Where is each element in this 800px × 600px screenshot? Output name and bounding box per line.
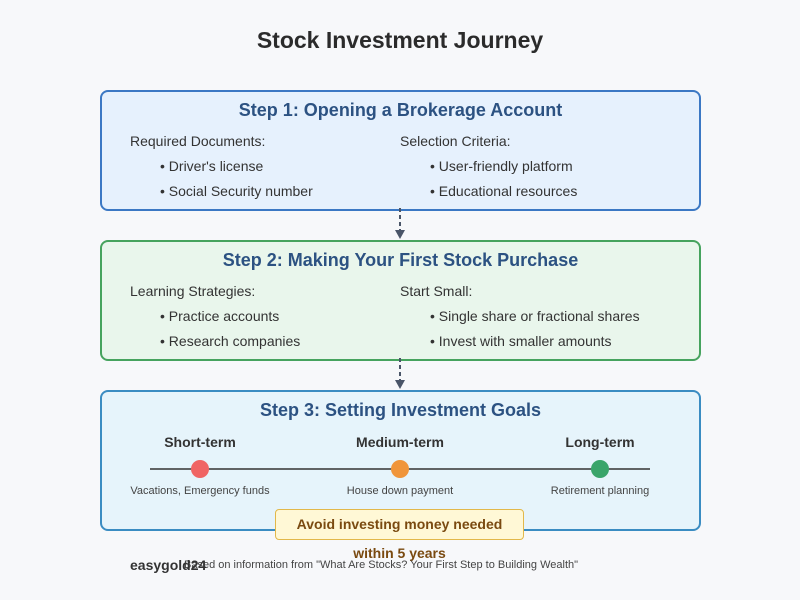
- short-term-label: Short-term: [164, 434, 236, 450]
- short-term-marker: [191, 460, 209, 478]
- step2-box: Step 2: Making Your First Stock Purchase…: [100, 240, 701, 361]
- warning-callout: Avoid investing money needed within 5 ye…: [275, 509, 524, 561]
- list-item: Invest with smaller amounts: [400, 333, 640, 358]
- list-item: User-friendly platform: [400, 158, 577, 183]
- step2-right-column: Start Small: Single share or fractional …: [400, 283, 640, 358]
- connector-arrow-icon: [395, 208, 405, 239]
- list-item: Social Security number: [130, 183, 313, 208]
- brand-label: easygold24: [130, 557, 207, 573]
- step1-left-column: Required Documents: Driver's license Soc…: [130, 133, 313, 208]
- medium-term-desc: House down payment: [346, 485, 454, 497]
- list-item: Practice accounts: [130, 308, 300, 333]
- step2-right-heading: Start Small:: [400, 283, 473, 299]
- short-term-desc: Vacations, Emergency funds: [130, 485, 270, 497]
- medium-term-label: Medium-term: [356, 434, 444, 450]
- connector-arrow-icon: [395, 358, 405, 389]
- list-item: Driver's license: [130, 158, 313, 183]
- step1-right-column: Selection Criteria: User-friendly platfo…: [400, 133, 577, 208]
- list-item: Single share or fractional shares: [400, 308, 640, 333]
- long-term-desc: Retirement planning: [550, 485, 650, 497]
- step2-title: Step 2: Making Your First Stock Purchase: [222, 250, 579, 270]
- source-note: Based on information from "What Are Stoc…: [184, 559, 579, 571]
- step1-box: Step 1: Opening a Brokerage Account Requ…: [100, 90, 701, 211]
- step1-left-heading: Required Documents:: [130, 133, 266, 149]
- medium-term-marker: [391, 460, 409, 478]
- step1-right-heading: Selection Criteria:: [400, 133, 511, 149]
- goal-timeline: [150, 460, 650, 478]
- step2-left-heading: Learning Strategies:: [130, 283, 256, 299]
- long-term-label: Long-term: [565, 434, 635, 450]
- page-title: Stock Investment Journey: [256, 27, 544, 53]
- list-item: Educational resources: [400, 183, 578, 208]
- list-item: Research companies: [130, 333, 301, 358]
- step1-title: Step 1: Opening a Brokerage Account: [238, 100, 563, 120]
- step2-left-column: Learning Strategies: Practice accounts R…: [130, 283, 300, 358]
- long-term-marker: [591, 460, 609, 478]
- step3-title: Step 3: Setting Investment Goals: [259, 400, 542, 420]
